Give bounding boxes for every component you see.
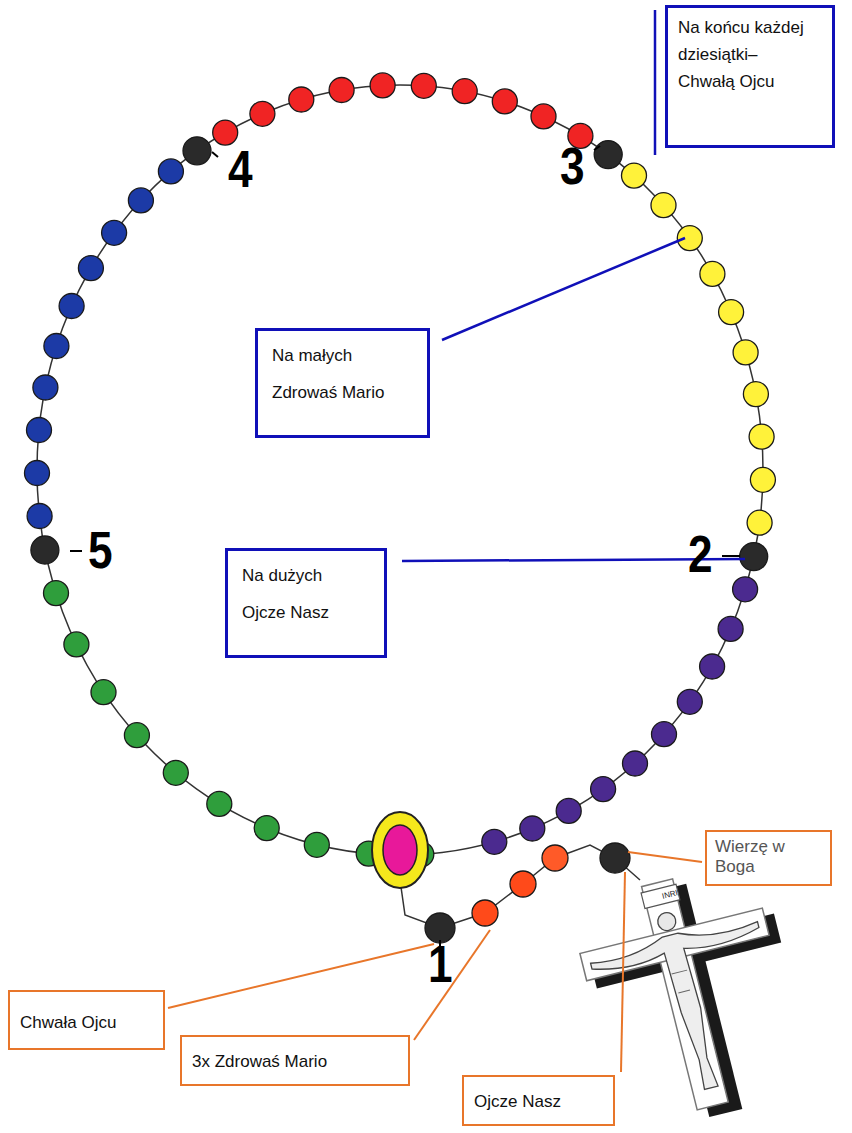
number-tick: [70, 550, 82, 552]
small-bead: [747, 510, 772, 535]
number-tick: [594, 146, 600, 150]
small-bead: [102, 220, 127, 245]
small-bead: [749, 424, 774, 449]
small-bead: [510, 871, 536, 897]
small-bead: [677, 689, 702, 714]
small-bead: [520, 816, 545, 841]
small-bead: [591, 777, 616, 802]
small-bead: [531, 104, 556, 129]
callout-number: 4: [228, 143, 253, 195]
small-bead: [33, 375, 58, 400]
note-box: Na małych Zdrowaś Mario: [255, 328, 430, 438]
box-text: Na małych Zdrowaś Mario: [272, 337, 397, 412]
large-bead: [594, 141, 622, 169]
small-bead: [651, 193, 676, 218]
small-bead: [91, 680, 116, 705]
small-bead: [700, 261, 725, 286]
callout-number: 2: [688, 528, 713, 580]
small-bead: [482, 829, 507, 854]
box-text: 3x Zdrowaś Mario: [192, 1051, 398, 1073]
number-tick: [212, 152, 218, 157]
small-bead: [64, 632, 89, 657]
small-bead: [700, 654, 725, 679]
box-text: Chwała Ojcu: [20, 1012, 153, 1034]
small-bead: [59, 294, 84, 319]
small-bead: [718, 616, 743, 641]
small-bead: [750, 467, 775, 492]
figure-head: [656, 911, 678, 933]
prayer-box: Ojcze Nasz: [462, 1075, 615, 1126]
small-bead: [207, 791, 232, 816]
small-bead: [44, 334, 69, 359]
leader-line: [628, 852, 702, 862]
large-bead: [600, 843, 630, 873]
small-bead: [304, 832, 329, 857]
leader-line: [168, 944, 434, 1008]
box-text: Ojcze Nasz: [474, 1091, 603, 1113]
small-bead: [472, 900, 498, 926]
leader-line: [654, 10, 657, 155]
prayer-box: Wierzę w Boga: [705, 830, 832, 886]
note-box: Na dużych Ojcze Nasz: [225, 548, 387, 658]
small-bead: [329, 78, 354, 103]
prayer-box: 3x Zdrowaś Mario: [180, 1035, 410, 1086]
callout-number: 1: [428, 938, 453, 990]
bead-group: [25, 73, 776, 943]
leader-line: [414, 930, 490, 1040]
small-bead: [124, 723, 149, 748]
small-bead: [27, 418, 52, 443]
figure-detail: [672, 970, 692, 993]
small-bead: [733, 340, 758, 365]
medallion: [372, 812, 428, 888]
rosary-chain: [37, 85, 763, 855]
small-bead: [542, 845, 568, 871]
small-bead: [452, 79, 477, 104]
small-bead: [622, 163, 647, 188]
small-bead: [213, 120, 238, 145]
small-bead: [743, 382, 768, 407]
small-bead: [254, 816, 279, 841]
figure-body: [589, 914, 794, 1109]
small-bead: [623, 751, 648, 776]
large-bead: [183, 137, 211, 165]
box-text: Wierzę w Boga: [715, 837, 810, 876]
prayer-box: Chwała Ojcu: [8, 990, 165, 1050]
large-bead: [31, 536, 59, 564]
inri-plaque: [641, 884, 680, 908]
small-bead: [492, 89, 517, 114]
small-bead: [128, 188, 153, 213]
small-bead: [411, 73, 436, 98]
small-bead: [27, 504, 52, 529]
medallion-center: [383, 825, 417, 875]
small-bead: [370, 73, 395, 98]
box-text: Na dużych Ojcze Nasz: [242, 557, 342, 632]
small-bead: [677, 226, 702, 251]
small-bead: [289, 87, 314, 112]
small-bead: [250, 101, 275, 126]
note-box: Na końcu każdej dziesiątki– Chwałą Ojcu: [665, 5, 835, 148]
small-bead: [163, 760, 188, 785]
callout-number: 5: [88, 524, 113, 576]
small-bead: [78, 256, 103, 281]
large-bead: [740, 543, 768, 571]
callout-number: 3: [560, 140, 585, 192]
leader-line: [621, 872, 625, 1072]
small-bead: [733, 577, 758, 602]
small-bead: [719, 300, 744, 325]
small-bead: [652, 722, 677, 747]
small-bead: [44, 581, 69, 606]
number-tick: [722, 555, 740, 557]
small-bead: [158, 159, 183, 184]
leader-line: [442, 238, 685, 340]
small-bead: [556, 798, 581, 823]
box-text: Na końcu każdej dziesiątki– Chwałą Ojcu: [678, 14, 813, 96]
small-bead: [25, 461, 50, 486]
